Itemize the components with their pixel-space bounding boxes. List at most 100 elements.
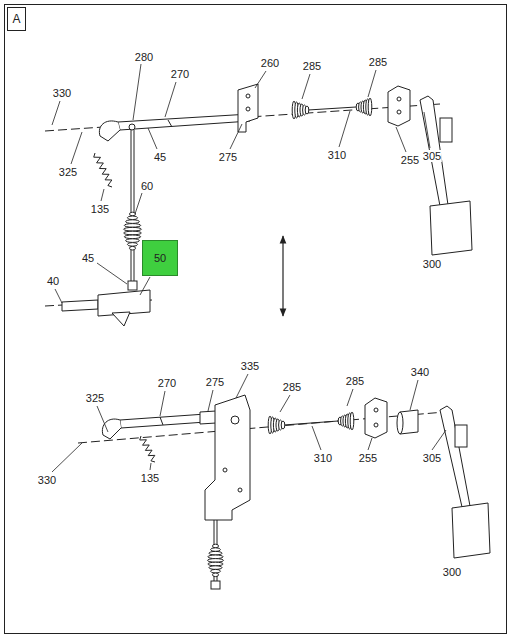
leader-line xyxy=(150,463,151,470)
double-arrow xyxy=(283,236,284,316)
leader-line xyxy=(424,112,430,148)
callout-number: 330 xyxy=(37,474,57,486)
spring-coil xyxy=(94,153,112,187)
callout-number: 305 xyxy=(422,452,442,464)
spring-coil xyxy=(208,562,223,566)
mounting-bracket xyxy=(388,86,410,126)
axis-line xyxy=(45,104,445,443)
spring-coil xyxy=(350,412,354,430)
connecting-shaft xyxy=(308,107,356,110)
callout-number: 260 xyxy=(260,57,280,69)
master-cylinder xyxy=(62,300,98,311)
master-cylinder xyxy=(62,290,150,326)
callout-number: 255 xyxy=(358,452,378,464)
spring-coil xyxy=(130,212,136,216)
callout-number: 270 xyxy=(157,377,177,389)
callout-number: 300 xyxy=(442,566,462,578)
clutch-pedal xyxy=(440,406,470,507)
mounting-bracket xyxy=(205,84,410,520)
mounting-bracket xyxy=(246,94,250,98)
callout-number: 60 xyxy=(140,180,154,192)
leader-line xyxy=(140,277,150,295)
mounting-bracket xyxy=(231,416,239,424)
mounting-bracket xyxy=(205,395,250,520)
callout-number: 305 xyxy=(422,150,442,162)
leader-line xyxy=(347,389,353,406)
view-letter-box: A xyxy=(7,7,26,31)
callout-number: 275 xyxy=(205,376,225,388)
leader-line xyxy=(302,74,310,99)
bushing xyxy=(397,410,418,434)
callout-number: 275 xyxy=(218,151,238,163)
clutch-shaft xyxy=(118,114,250,130)
connecting-shaft xyxy=(284,421,338,425)
callout-number: 335 xyxy=(240,360,260,372)
callout-number: 325 xyxy=(58,166,78,178)
leader-line xyxy=(71,132,82,164)
callout-number: 300 xyxy=(422,258,442,270)
callout-number: 40 xyxy=(46,275,60,287)
spring-coil xyxy=(140,436,155,462)
callout-number: 325 xyxy=(85,392,105,404)
leader-line xyxy=(160,391,165,416)
leader-line xyxy=(368,70,376,97)
callout-number: 255 xyxy=(400,154,420,166)
clutch-shaft xyxy=(120,414,206,428)
callout-number: 45 xyxy=(153,151,167,163)
spring-coil xyxy=(126,239,140,243)
bushing xyxy=(397,412,403,434)
push-rod xyxy=(128,281,137,290)
spring-coil xyxy=(281,421,285,429)
leader-line xyxy=(280,395,290,412)
leader-line xyxy=(410,380,418,410)
callout-number: 45 xyxy=(81,252,95,264)
clutch-pedal xyxy=(420,96,448,206)
mounting-bracket xyxy=(397,110,401,114)
axis-line xyxy=(78,412,445,443)
spring-coil xyxy=(208,559,224,563)
clutch-pedal xyxy=(452,503,490,558)
callout-number: 280 xyxy=(134,51,154,63)
spring-coil xyxy=(213,544,219,548)
leader-line xyxy=(208,390,213,411)
leader-line xyxy=(236,374,248,398)
leader-line xyxy=(52,64,446,472)
clutch-pedal xyxy=(420,96,490,558)
spring-coil xyxy=(305,106,309,114)
clutch-shaft xyxy=(200,411,216,424)
callout-text: 50 xyxy=(154,252,166,264)
leader-line xyxy=(101,189,104,201)
leader-line xyxy=(133,64,141,120)
leader-line xyxy=(312,426,321,450)
spring-coil xyxy=(211,569,221,573)
mounting-bracket xyxy=(238,488,242,492)
leader-line xyxy=(52,101,60,125)
mounting-bracket xyxy=(246,107,250,111)
clutch-shaft xyxy=(129,124,135,130)
mounting-bracket xyxy=(397,97,401,101)
leader-line xyxy=(97,406,108,432)
spring-coil xyxy=(124,227,142,231)
master-cylinder xyxy=(112,312,130,326)
callout-number: 310 xyxy=(327,149,347,161)
spring-coil xyxy=(94,98,372,577)
spring-coil xyxy=(127,216,137,220)
leader-line xyxy=(165,82,176,117)
spring-coil xyxy=(368,98,372,116)
double-arrow xyxy=(282,236,283,316)
callout-number: 135 xyxy=(140,472,160,484)
leader-line xyxy=(55,289,62,303)
callout-number: 330 xyxy=(52,87,72,99)
mounting-bracket xyxy=(365,398,387,438)
leader-line xyxy=(339,111,350,147)
spring-coil xyxy=(211,548,221,552)
spring-coil xyxy=(213,573,219,577)
clutch-shaft xyxy=(102,419,121,439)
callout-number: 285 xyxy=(302,60,322,72)
leader-line xyxy=(97,263,127,284)
clutch-pedal xyxy=(440,118,452,142)
push-rod xyxy=(214,520,215,545)
mounting-bracket xyxy=(238,84,258,132)
spring-coil xyxy=(208,555,223,559)
